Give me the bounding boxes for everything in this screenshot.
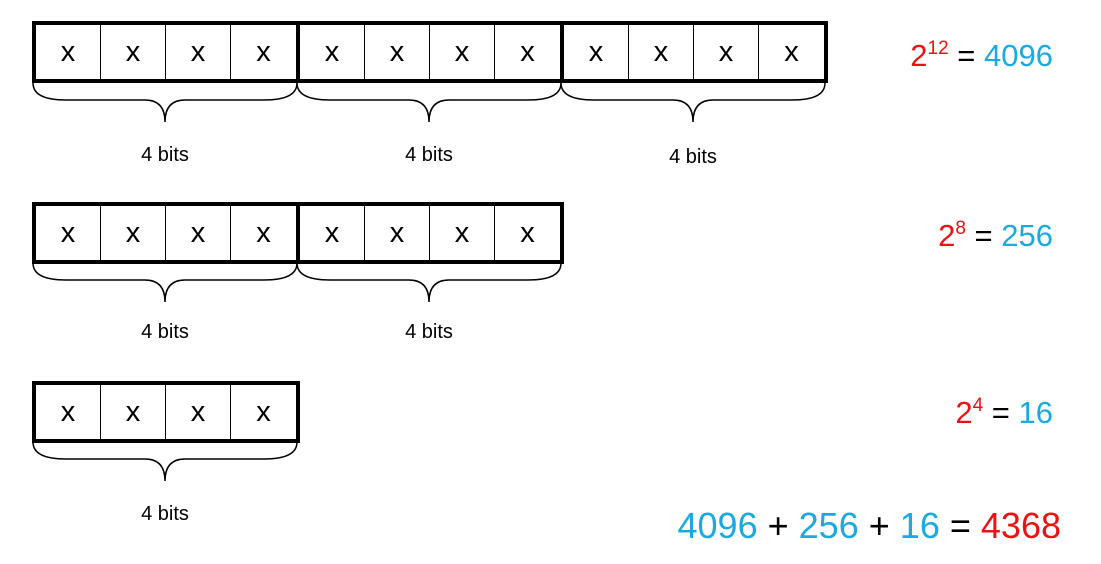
nibble-box: x x x x [32, 202, 300, 264]
plus-sign: + [868, 505, 890, 546]
formula-base: 2 [955, 395, 973, 430]
bit-cell: x [629, 25, 694, 79]
bit-cell: x [300, 25, 365, 79]
total-sum-equation: 4096 + 256 + 16 = 4368 [678, 505, 1062, 547]
bit-cell: x [564, 25, 629, 79]
curly-brace [32, 262, 298, 304]
formula-exponent: 4 [972, 395, 984, 416]
formula-base: 2 [910, 38, 928, 73]
curly-brace [560, 82, 826, 124]
formula-equals: = [957, 38, 976, 73]
nibble-box: x x x x [32, 381, 300, 443]
bits-label: 4 bits [141, 321, 189, 343]
curly-brace [32, 441, 298, 483]
bit-row-8: x x x x x x x x [32, 202, 564, 264]
bit-cell: x [520, 35, 535, 68]
bit-row-12: x x x x x x x x x x x x [32, 21, 828, 83]
formula-equals: = [974, 218, 993, 253]
bit-cell: x [101, 25, 166, 79]
bit-cell: x [36, 206, 101, 260]
formula-result: 16 [1018, 395, 1053, 430]
bit-cell: x [101, 385, 166, 439]
formula-equals: = [991, 395, 1010, 430]
formula-result: 4096 [984, 38, 1053, 73]
bit-cell: x [300, 206, 365, 260]
bit-cell: x [430, 206, 495, 260]
sum-term: 4096 [677, 505, 758, 546]
bit-cell: x [36, 385, 101, 439]
curly-brace [32, 82, 298, 124]
bits-label: 4 bits [141, 144, 189, 166]
bit-cell: x [36, 25, 101, 79]
bits-label: 4 bits [405, 144, 453, 166]
bit-cell: x [365, 25, 430, 79]
curly-brace [296, 262, 562, 304]
bit-cell: x [166, 206, 231, 260]
curly-brace [296, 82, 562, 124]
bit-cell: x [365, 206, 430, 260]
bits-label: 4 bits [669, 146, 717, 168]
sum-result: 4368 [980, 505, 1061, 546]
bit-cell: x [256, 395, 271, 428]
formula-exponent: 8 [955, 218, 966, 239]
bit-cell: x [256, 35, 271, 68]
plus-sign: + [767, 505, 789, 546]
bit-cell: x [784, 35, 799, 68]
bit-cell: x [520, 216, 535, 249]
bits-label: 4 bits [141, 503, 189, 525]
bits-label: 4 bits [405, 321, 453, 343]
sum-term: 16 [899, 505, 940, 546]
sum-equals: = [949, 505, 971, 546]
bit-cell: x [166, 25, 231, 79]
bit-cell: x [256, 216, 271, 249]
bit-cell: x [166, 385, 231, 439]
formula-base: 2 [938, 218, 956, 253]
bit-cell: x [101, 206, 166, 260]
nibble-box: x x x x [564, 21, 828, 83]
bit-row-4: x x x x [32, 381, 300, 443]
nibble-box: x x x x [300, 202, 564, 264]
formula-exponent: 12 [927, 38, 949, 59]
nibble-box: x x x x [300, 21, 564, 83]
nibble-box: x x x x [32, 21, 300, 83]
bit-cell: x [430, 25, 495, 79]
formula-12: 212 = 4096 [910, 38, 1053, 74]
formula-4: 24 = 16 [955, 395, 1053, 431]
sum-term: 256 [798, 505, 859, 546]
formula-8: 28 = 256 [938, 218, 1053, 254]
formula-result: 256 [1001, 218, 1053, 253]
bit-cell: x [694, 25, 759, 79]
